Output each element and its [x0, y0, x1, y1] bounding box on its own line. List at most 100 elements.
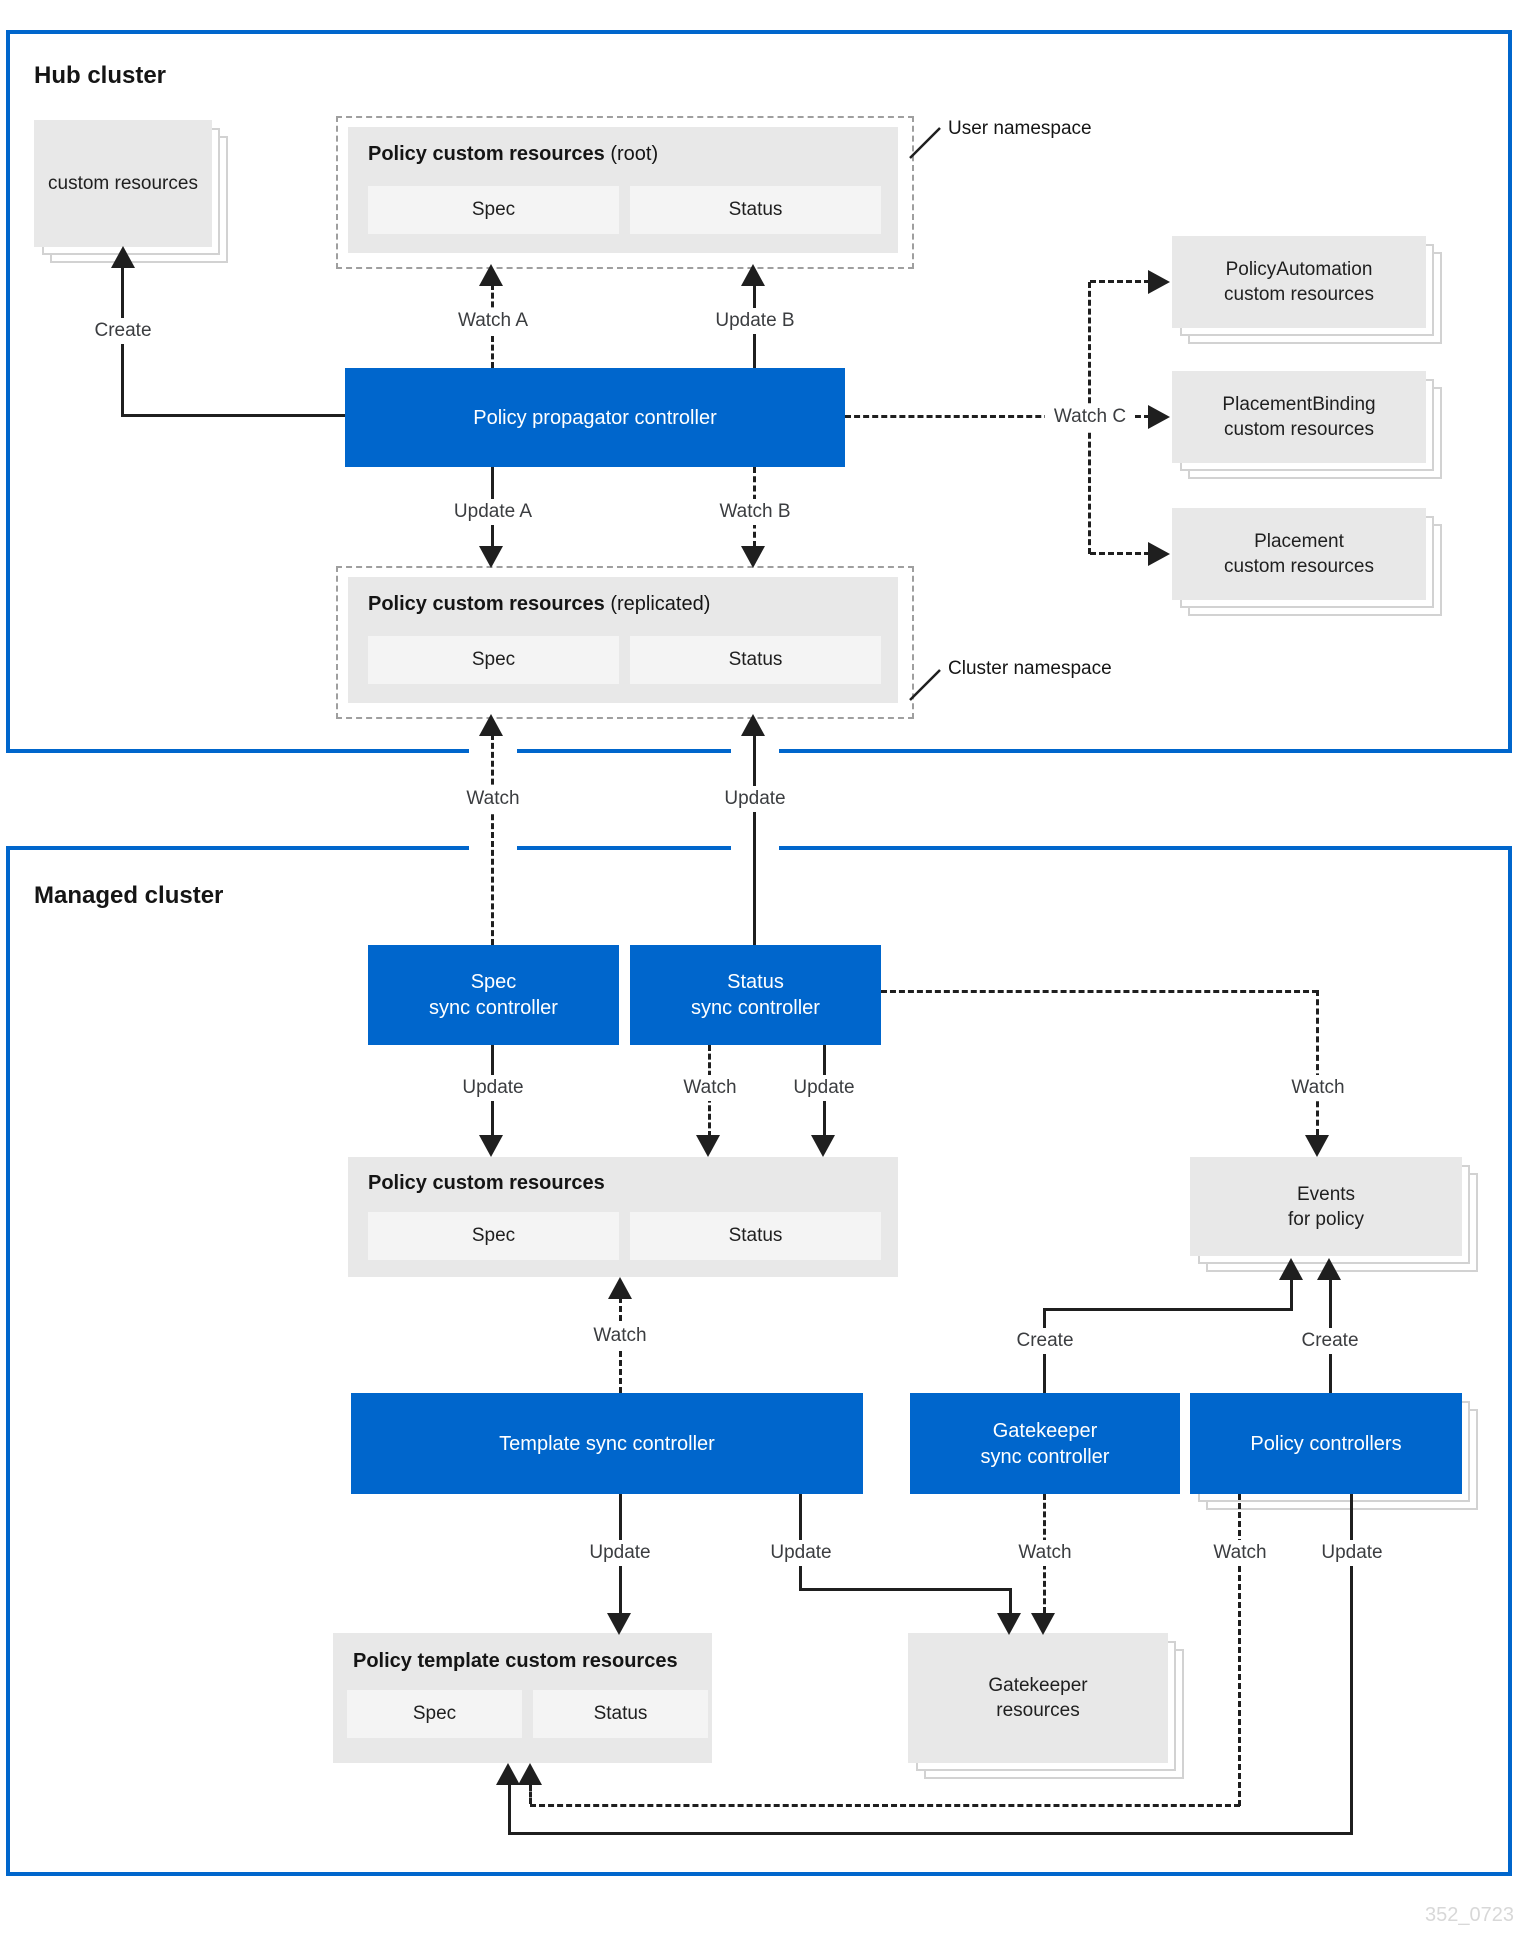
policyautomation-line1: PolicyAutomation: [1225, 259, 1373, 280]
spec-update-arrowhead: [479, 1135, 503, 1157]
policy-replicated-title-main: Policy custom resources: [368, 593, 605, 615]
status-sync-line1: Status: [727, 971, 784, 993]
create-arrowhead: [111, 246, 135, 268]
spec-sync-line1: Spec: [470, 971, 517, 993]
watermark: 352_0723: [1425, 1904, 1514, 1926]
controllers-update-line-horizontal: [508, 1832, 1353, 1835]
template-watch-label: Watch: [584, 1323, 656, 1349]
placement-label: Placement custom resources: [1172, 508, 1426, 600]
policy-root-spec-bar: Spec: [368, 186, 619, 234]
status-update-arrowhead: [811, 1135, 835, 1157]
gatekeeper-create-arrowhead: [1279, 1258, 1303, 1280]
placementbinding-line1: PlacementBinding: [1222, 394, 1376, 415]
placement-line1: Placement: [1254, 531, 1344, 552]
gatekeeper-create-line-horizontal: [1043, 1308, 1293, 1311]
policy-replicated-title-suffix: (replicated): [604, 593, 711, 615]
status-sync-line2: sync controller: [691, 997, 820, 1019]
template-update2-label: Update: [761, 1540, 841, 1566]
template-sync-controller: Template sync controller: [351, 1393, 863, 1494]
update-a-label: Update A: [444, 499, 542, 525]
watch-c-top-arrowhead: [1148, 270, 1170, 294]
update-a-arrowhead: [479, 546, 503, 568]
policy-root-title: Policy custom resources (root): [368, 143, 658, 166]
policy-controllers-box: Policy controllers: [1190, 1393, 1478, 1510]
placement-line2: custom resources: [1224, 556, 1374, 577]
gatekeeper-create-label: Create: [1007, 1328, 1083, 1354]
watch-c-branch-top: [1090, 280, 1150, 283]
events-watch-line-horizontal: [881, 990, 1318, 993]
policy-template-status-bar: Status: [533, 1690, 708, 1738]
gatekeeper-sync-controller: Gatekeeper sync controller: [910, 1393, 1180, 1494]
controllers-create-label: Create: [1292, 1328, 1368, 1354]
transfer-update-line: [753, 734, 756, 945]
user-namespace-label: User namespace: [948, 118, 1092, 139]
placementbinding-line2: custom resources: [1224, 419, 1374, 440]
watch-c-bottom-arrowhead: [1148, 542, 1170, 566]
watch-b-arrowhead: [741, 546, 765, 568]
spec-sync-line2: sync controller: [429, 997, 558, 1019]
custom-resources-label: custom resources: [34, 120, 212, 247]
status-sync-controller: Status sync controller: [630, 945, 881, 1045]
controllers-update-arrowhead: [496, 1763, 520, 1785]
controllers-watch-line-vertical: [1238, 1494, 1241, 1806]
template-watch-arrowhead: [608, 1277, 632, 1299]
gatekeeper-resources-line2: resources: [996, 1700, 1080, 1721]
policy-root-status-bar: Status: [630, 186, 881, 234]
policy-replicated-spec-bar: Spec: [368, 636, 619, 684]
update-b-arrowhead: [741, 264, 765, 286]
template-update-arrowhead: [607, 1613, 631, 1635]
managed-policy-status-bar: Status: [630, 1212, 881, 1260]
gatekeeper-resources-box: Gatekeeper resources: [908, 1633, 1184, 1779]
update-b-label: Update B: [706, 308, 804, 334]
transfer-update-arrowhead: [741, 714, 765, 736]
policyautomation-line2: custom resources: [1224, 284, 1374, 305]
policy-template-title: Policy template custom resources: [353, 1650, 678, 1673]
gatekeeper-watch-arrowhead: [1031, 1613, 1055, 1635]
managed-policy-title-main: Policy custom resources: [368, 1172, 605, 1194]
watch-a-arrowhead: [479, 264, 503, 286]
watch-a-label: Watch A: [448, 308, 538, 334]
controllers-watch-line-riser: [529, 1785, 532, 1804]
placementbinding-label: PlacementBinding custom resources: [1172, 371, 1426, 463]
policy-replicated-title: Policy custom resources (replicated): [368, 593, 710, 616]
watch-c-line: [845, 415, 1150, 418]
policyautomation-box: PolicyAutomation custom resources: [1172, 236, 1442, 344]
controllers-update-label: Update: [1312, 1540, 1392, 1566]
policy-controllers-label: Policy controllers: [1190, 1393, 1462, 1494]
managed-policy-spec-bar: Spec: [368, 1212, 619, 1260]
events-watch-arrowhead: [1305, 1135, 1329, 1157]
events-line2: for policy: [1287, 1208, 1365, 1230]
managed-cluster-title: Managed cluster: [34, 882, 224, 909]
gatekeeper-sync-line1: Gatekeeper: [992, 1419, 1098, 1442]
watch-c-label: Watch C: [1044, 404, 1136, 430]
cluster-namespace-dashed-box: [336, 566, 914, 719]
create-label: Create: [85, 318, 161, 344]
status-watch-label: Watch: [674, 1075, 746, 1101]
events-watch-label: Watch: [1282, 1075, 1354, 1101]
cluster-namespace-label: Cluster namespace: [948, 658, 1112, 679]
controllers-watch-line-horizontal: [530, 1804, 1240, 1807]
events-for-policy-label: Events for policy: [1190, 1157, 1462, 1256]
transfer-watch-arrowhead: [479, 714, 503, 736]
transfer-watch-line: [491, 734, 494, 945]
events-line1: Events: [1296, 1183, 1356, 1205]
policy-root-title-suffix: (root): [604, 143, 659, 165]
transfer-update-label: Update: [715, 786, 795, 812]
user-namespace-dashed-box: [336, 116, 914, 269]
watch-c-arrowhead: [1148, 405, 1170, 429]
template-update2-arrowhead: [997, 1613, 1021, 1635]
spec-update-label: Update: [453, 1075, 533, 1101]
managed-policy-title: Policy custom resources: [368, 1172, 605, 1195]
policy-template-title-main: Policy template custom resources: [353, 1650, 678, 1672]
custom-resources-box: custom resources: [34, 120, 228, 263]
placement-box: Placement custom resources: [1172, 508, 1442, 616]
policy-template-spec-bar: Spec: [347, 1690, 522, 1738]
controllers-watch-arrowhead: [518, 1763, 542, 1785]
policy-root-title-main: Policy custom resources: [368, 143, 605, 165]
spec-sync-controller: Spec sync controller: [368, 945, 619, 1045]
policy-replicated-status-bar: Status: [630, 636, 881, 684]
template-update-label: Update: [580, 1540, 660, 1566]
transfer-watch-label: Watch: [457, 786, 529, 812]
